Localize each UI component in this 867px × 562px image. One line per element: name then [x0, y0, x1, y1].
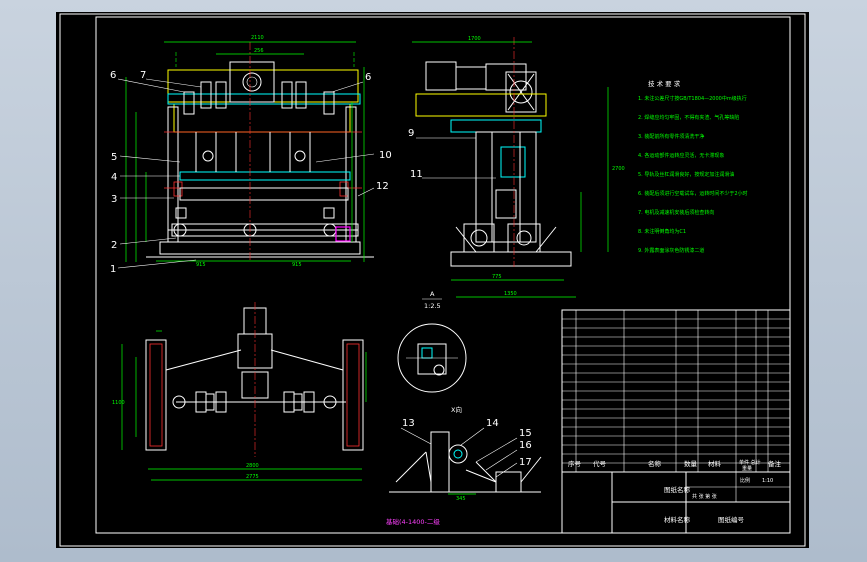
detail-a-title: A	[430, 290, 435, 298]
tech-req-line: 2. 焊缝应均匀牢固，不得有夹渣、气孔等缺陷	[638, 114, 739, 121]
callout-3: 3	[111, 194, 117, 205]
callout-9: 9	[408, 128, 414, 139]
callout-13: 13	[402, 418, 415, 429]
sheet-label: 共 张 第 张	[692, 493, 717, 500]
callout-14: 14	[486, 418, 499, 429]
callouts: 1 2 3 4 5 6 7 6 9 10 11 12 13 14 15 16 1…	[110, 70, 532, 478]
bom-col-name: 名称	[648, 459, 662, 468]
inner-border	[95, 16, 791, 534]
tech-req-line: 9. 外露表面涂灰色防锈漆二道	[638, 247, 704, 254]
callout-5: 5	[111, 152, 117, 163]
title-block: 图纸名称 材料名称 图纸编号 比例 1:10 共 张 第 张 序号 代号 名称 …	[561, 309, 791, 534]
outer-border	[59, 13, 806, 547]
dim-plan-inner: 2775	[246, 474, 259, 480]
detail-a-view: A 1:2.5	[397, 290, 467, 393]
tech-req-line: 7. 电机及减速机安装后须检查转向	[638, 209, 714, 216]
callout-7: 7	[140, 70, 146, 81]
x-view: X向 345 基础(4-1400-二级	[386, 405, 542, 526]
material-name-label: 材料名称	[664, 515, 691, 524]
bom-col-weight: 单件 总计	[739, 459, 761, 466]
scale-value: 1:10	[762, 478, 773, 484]
foundation-note: 基础(4-1400-二级	[386, 517, 440, 526]
callout-1: 1	[110, 264, 116, 275]
dim-side-height: 2700	[612, 166, 625, 172]
callout-16: 16	[519, 440, 532, 451]
callout-6-right: 6	[365, 72, 371, 83]
dim-side-inner: 775	[492, 274, 502, 280]
tech-req-line: 6. 装配后须进行空载试车，运转时间不少于2小时	[638, 190, 748, 197]
bom-col-material: 材料	[708, 459, 722, 468]
dim-front-right: 915	[292, 262, 302, 268]
dim-front-overall: 2110	[251, 35, 264, 41]
callout-6-left: 6	[110, 70, 116, 81]
x-view-title: X向	[451, 405, 462, 414]
tech-req-line: 3. 装配前所有零件须清洗干净	[638, 133, 704, 140]
tech-req-line: 4. 各运动部件运转应灵活，无卡滞现象	[638, 152, 724, 159]
drawing-number-label: 图纸编号	[718, 515, 745, 524]
plan-view: 2800 2775 1100	[112, 302, 367, 481]
tech-req-line: 1. 未注公差尺寸按GB/T1804—2000中m级执行	[638, 95, 747, 102]
bom-col-weight-label: 重量	[742, 465, 752, 472]
detail-a-scale: 1:2.5	[424, 302, 441, 310]
assembly-drawing: 2110 256 915 915 1700 2700 1350	[59, 13, 806, 547]
side-view: 1700 2700 1350 775	[412, 36, 625, 298]
bom-col-code: 代号	[593, 459, 607, 468]
dim-side-base: 1350	[504, 291, 517, 297]
dim-x-view-width: 345	[456, 496, 466, 502]
front-view: 2110 256 915 915	[125, 35, 374, 268]
callout-2: 2	[111, 240, 117, 251]
scale-label: 比例	[740, 477, 750, 484]
tech-req-title: 技 术 要 求	[648, 79, 681, 88]
bom-col-remark: 备注	[768, 459, 782, 468]
dim-side-top: 1700	[468, 36, 481, 42]
tech-req-line: 5. 导轨及丝杠润滑良好，按规定加注润滑油	[638, 171, 734, 178]
callout-11: 11	[410, 169, 423, 180]
callout-15: 15	[519, 428, 532, 439]
dim-plan-height: 1100	[112, 400, 125, 406]
callout-17: 17	[519, 457, 532, 468]
tech-req-line: 8. 未注明倒角均为C1	[638, 228, 686, 235]
callout-4: 4	[111, 172, 117, 183]
dim-front-upper: 256	[254, 48, 264, 54]
technical-requirements: 技 术 要 求 1. 未注公差尺寸按GB/T1804—2000中m级执行 2. 焊…	[638, 79, 748, 254]
dim-plan-width: 2800	[246, 463, 259, 469]
drawing-name-label: 图纸名称	[664, 485, 691, 494]
bom-col-qty: 数量	[684, 459, 698, 468]
bom-col-no: 序号	[568, 459, 582, 468]
callout-10: 10	[379, 150, 392, 161]
dim-front-left: 915	[196, 262, 206, 268]
callout-12: 12	[376, 181, 389, 192]
cad-drawing-canvas[interactable]: 2110 256 915 915 1700 2700 1350	[56, 12, 809, 548]
